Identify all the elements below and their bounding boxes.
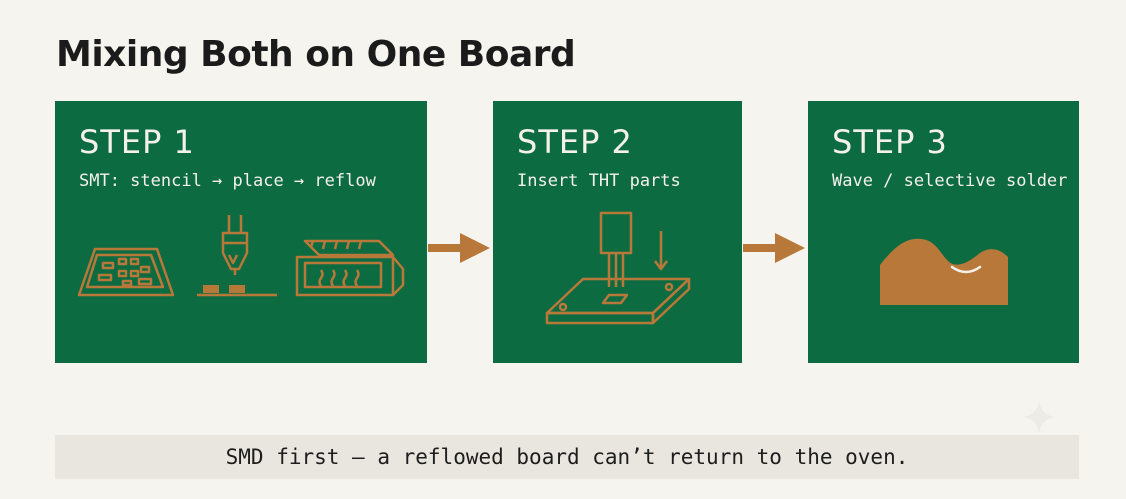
tht-insertion-icon: [545, 211, 691, 325]
step-1-card: STEP 1 SMT: stencil → place → reflow: [55, 101, 427, 363]
reflow-oven-icon: [295, 239, 405, 297]
step-2-title: STEP 2: [517, 123, 633, 161]
step-1-subtitle: SMT: stencil → place → reflow: [79, 171, 376, 191]
footer-note-text: SMD first — a reflowed board can’t retur…: [225, 445, 909, 469]
arrow-right-icon: [428, 233, 490, 263]
step-1-title: STEP 1: [79, 123, 195, 161]
step-3-card: STEP 3 Wave / selective solder: [808, 101, 1079, 363]
page-title: Mixing Both on One Board: [56, 34, 576, 75]
pick-and-place-nozzle-icon: [197, 215, 277, 297]
sparkle-icon: [1023, 401, 1055, 433]
footer-note: SMD first — a reflowed board can’t retur…: [55, 435, 1079, 479]
stencil-board-icon: [77, 247, 175, 297]
step-2-card: STEP 2 Insert THT parts: [493, 101, 742, 363]
step-2-subtitle: Insert THT parts: [517, 171, 681, 191]
step-3-title: STEP 3: [832, 123, 948, 161]
arrow-right-icon: [743, 233, 805, 263]
solder-wave-icon: [880, 238, 1008, 305]
step-3-subtitle: Wave / selective solder: [832, 171, 1068, 191]
